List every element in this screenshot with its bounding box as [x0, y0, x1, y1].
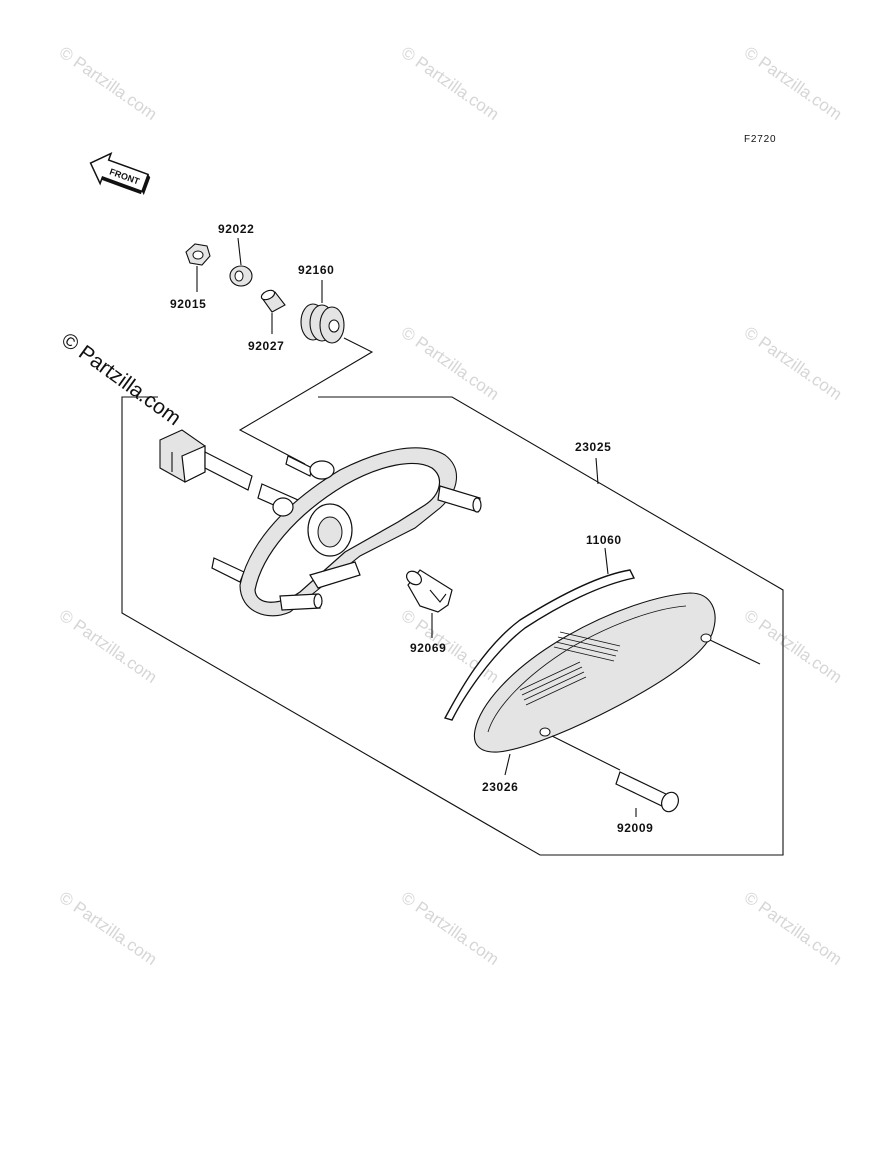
watermark-tile: © Partzilla.com	[741, 323, 846, 404]
bulb-part-92069	[405, 569, 453, 638]
part-number-92027: 92027	[248, 339, 284, 353]
leader-line	[238, 337, 374, 465]
screw-part-92009	[551, 735, 679, 817]
watermark-tile: © Partzilla.com	[56, 606, 161, 687]
watermark-tile: © Partzilla.com	[741, 606, 846, 687]
nut-part-92015	[185, 243, 211, 292]
watermark-tile: © Partzilla.com	[56, 43, 161, 124]
watermark-tile: © Partzilla.com	[398, 888, 503, 969]
assembly-bracket-23025	[121, 396, 784, 856]
part-number-92009: 92009	[617, 821, 653, 835]
part-number-11060: 11060	[586, 533, 622, 547]
watermark-tile: © Partzilla.com	[398, 323, 503, 404]
watermark-tile: © Partzilla.com	[741, 43, 846, 124]
part-number-92069: 92069	[410, 641, 446, 655]
lens-part-23026	[473, 592, 761, 776]
watermark-tile: © Partzilla.com	[741, 888, 846, 969]
watermark-tiles: © Partzilla.com © Partzilla.com © Partzi…	[56, 43, 846, 969]
part-number-92015: 92015	[170, 297, 206, 311]
tail-light-housing	[159, 429, 482, 617]
collar-part-92027	[260, 289, 286, 334]
part-number-23026: 23026	[482, 780, 518, 794]
grommet-part-92160	[300, 280, 345, 344]
main-watermark: © Partzilla.com	[57, 328, 185, 430]
part-number-23025: 23025	[575, 440, 611, 454]
washer-part-92022	[229, 237, 253, 287]
figure-code: F2720	[744, 134, 776, 145]
part-number-92022: 92022	[218, 222, 254, 236]
front-arrow-icon: FRONT	[89, 152, 151, 196]
watermark-tile: © Partzilla.com	[56, 888, 161, 969]
gasket-part-11060	[443, 547, 636, 721]
part-number-92160: 92160	[298, 263, 334, 277]
watermark-tile: © Partzilla.com	[398, 43, 503, 124]
